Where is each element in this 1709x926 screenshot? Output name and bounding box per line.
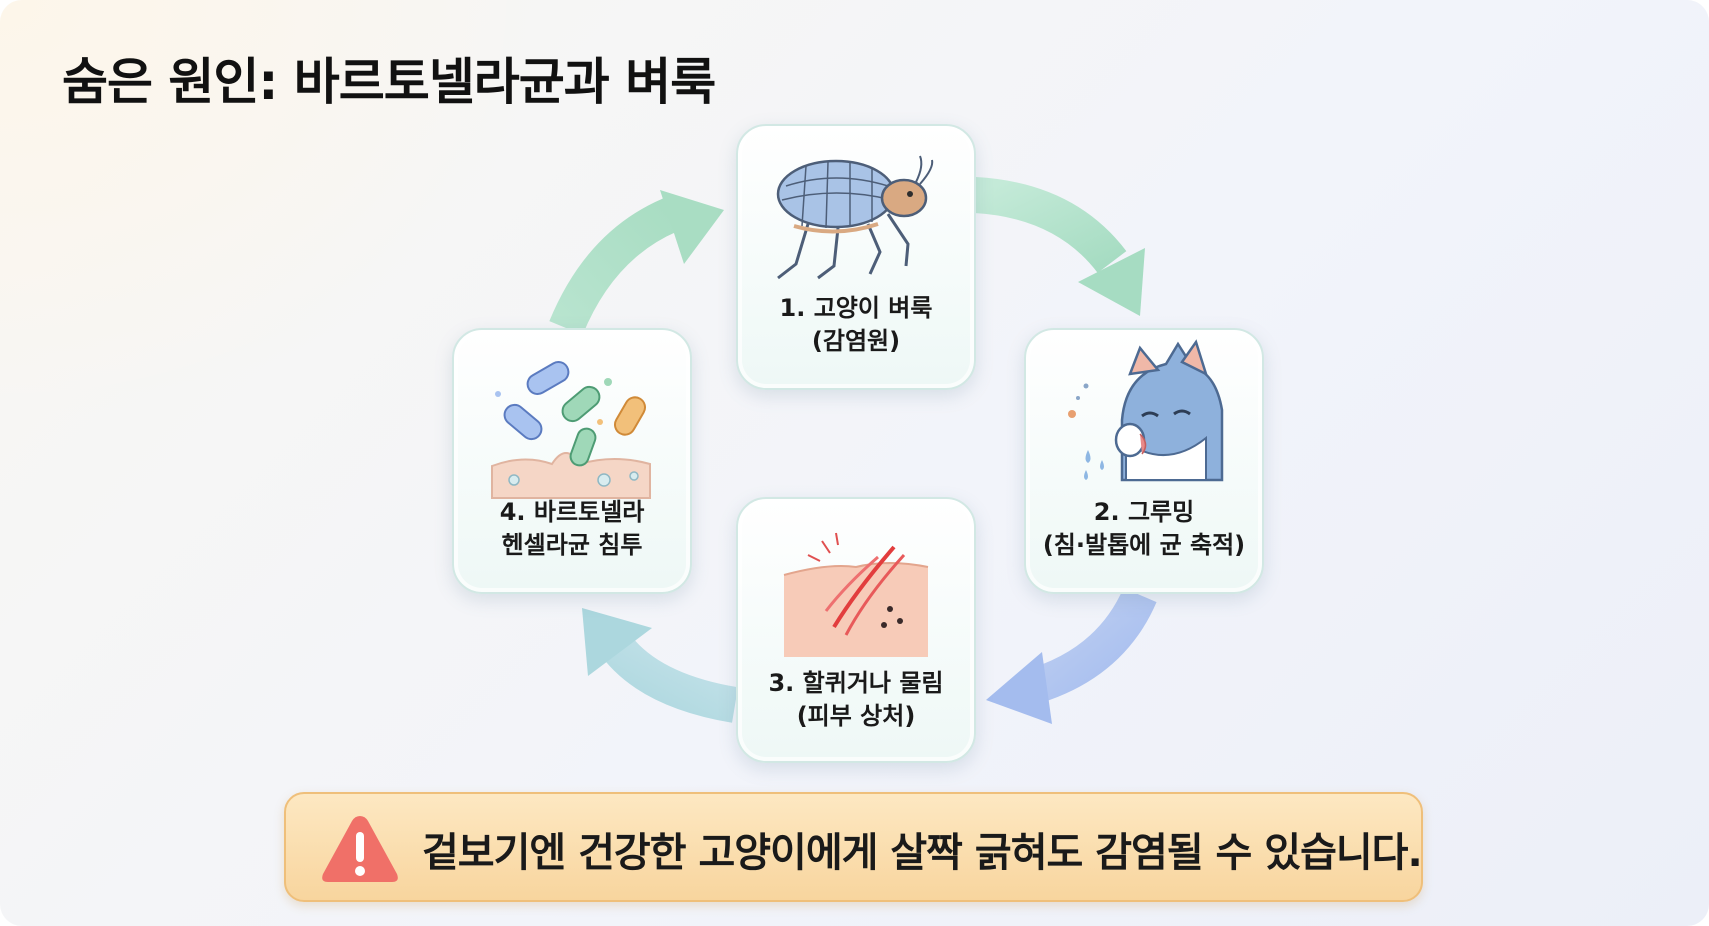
arrow-3-to-4 xyxy=(582,608,739,723)
cycle-step-2: 2. 그루밍 (침·발톱에 균 축적) xyxy=(1024,328,1264,594)
cycle-step-1-subtitle: (감염원) xyxy=(811,327,901,355)
cycle-step-4-title: 4. 바르토넬라 xyxy=(499,498,645,526)
cycle-step-4-subtitle: 헨셀라균 침투 xyxy=(501,531,643,559)
flea-icon xyxy=(776,155,934,280)
bacteria-icon xyxy=(491,361,651,499)
warning-banner: 겉보기엔 건강한 고양이에게 살짝 긁혀도 감염될 수 있습니다. xyxy=(284,792,1423,902)
cycle-step-2-subtitle: (침·발톱에 균 축적) xyxy=(1042,531,1246,559)
cycle-step-1: 1. 고양이 벼룩 (감염원) xyxy=(736,124,976,390)
cycle-step-2-title: 2. 그루밍 xyxy=(1093,498,1195,526)
arrow-2-to-3 xyxy=(986,587,1157,724)
arrow-1-to-2 xyxy=(973,177,1145,316)
cycle-step-3-subtitle: (피부 상처) xyxy=(796,702,916,730)
cycle-step-3-title: 3. 할퀴거나 물림 xyxy=(768,669,944,697)
cycle-step-1-title: 1. 고양이 벼룩 xyxy=(779,294,933,322)
grooming-cat-icon xyxy=(1068,339,1224,482)
page-title: 숨은 원인: 바르토넬라균과 벼룩 xyxy=(62,53,716,111)
arrow-4-to-1 xyxy=(549,190,724,336)
skin-scratch-icon xyxy=(783,532,929,657)
warning-icon xyxy=(322,816,398,882)
cycle-step-3: 3. 할퀴거나 물림 (피부 상처) xyxy=(736,497,976,763)
warning-message: 겉보기엔 건강한 고양이에게 살짝 긁혀도 감염될 수 있습니다. xyxy=(422,830,1423,876)
cycle-step-4: 4. 바르토넬라 헨셀라균 침투 xyxy=(452,328,692,594)
